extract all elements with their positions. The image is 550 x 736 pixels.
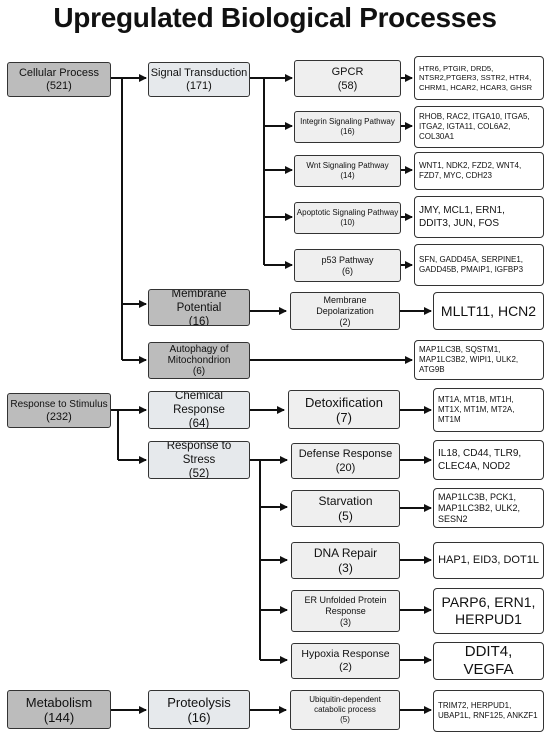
diagram-title: Upregulated Biological Processes bbox=[53, 2, 497, 33]
genes-wnt: WNT1, NDK2, FZD2, WNT4, FZD7, MYC, CDH23 bbox=[414, 152, 544, 190]
node-cellular-process: Cellular Process (521) bbox=[7, 62, 111, 97]
node-count: (6) bbox=[192, 366, 206, 377]
genes-hypoxia: DDIT4, VEGFA bbox=[433, 642, 544, 680]
genes-dna-repair: HAP1, EID3, DOT1L bbox=[433, 542, 544, 579]
node-count: (20) bbox=[335, 462, 356, 474]
node-count: (5) bbox=[340, 715, 350, 724]
gene-list: HAP1, EID3, DOT1L bbox=[438, 554, 539, 566]
node-count: (16) bbox=[187, 709, 211, 725]
node-starvation: Starvation (5) bbox=[291, 490, 400, 527]
node-er-unfolded-protein-response: ER Unfolded Protein Response (3) bbox=[291, 590, 400, 632]
genes-membrane-depolarization: MLLT11, HCN2 bbox=[433, 292, 544, 330]
gene-list: IL18, CD44, TLR9, CLEC4A, NOD2 bbox=[438, 448, 522, 472]
node-count: (16) bbox=[188, 315, 210, 326]
node-count: (3) bbox=[338, 560, 353, 575]
node-p53: p53 Pathway (6) bbox=[294, 249, 401, 282]
node-label: Ubiquitin-dependent catabolic process bbox=[309, 695, 381, 714]
genes-starvation: MAP1LC3B, PCK1, MAP1LC3B2, ULK2, SESN2 bbox=[433, 488, 544, 528]
node-hypoxia-response: Hypoxia Response (2) bbox=[291, 643, 400, 679]
node-wnt: Wnt Signaling Pathway (14) bbox=[294, 155, 401, 187]
node-signal-transduction: Signal Transduction (171) bbox=[148, 62, 250, 97]
node-chemical-response: Chemical Response (64) bbox=[148, 391, 250, 429]
node-label: Membrane Potential bbox=[171, 289, 227, 314]
node-label: Chemical Response bbox=[173, 391, 225, 416]
node-count: (5) bbox=[338, 508, 353, 523]
node-metabolism: Metabolism (144) bbox=[7, 690, 111, 729]
node-label: Autophagy of Mitochondrion bbox=[167, 344, 231, 366]
node-count: (14) bbox=[340, 171, 355, 180]
gene-list: MT1A, MT1B, MT1H, MT1X, MT1M, MT2A, MT1M bbox=[438, 395, 515, 424]
node-membrane-depolarization: Membrane Depolarization (2) bbox=[290, 292, 400, 330]
node-label: Integrin Signaling Pathway bbox=[300, 117, 395, 126]
node-label: GPCR bbox=[331, 65, 364, 78]
node-label: Response to Stimulus bbox=[10, 398, 108, 410]
gene-list: MAP1LC3B, SQSTM1, MAP1LC3B2, WIPI1, ULK2… bbox=[419, 345, 519, 374]
genes-er-unfolded: PARP6, ERN1, HERPUD1 bbox=[433, 588, 544, 634]
node-label: Wnt Signaling Pathway bbox=[306, 161, 389, 170]
node-label: DNA Repair bbox=[313, 545, 378, 560]
gene-list: SFN, GADD45A, SERPINE1, GADD45B, PMAIP1,… bbox=[419, 255, 524, 274]
gene-list: RHOB, RAC2, ITGA10, ITGA5, ITGA2, IGTA11… bbox=[419, 112, 530, 141]
genes-apoptotic: JMY, MCL1, ERN1, DDIT3, JUN, FOS bbox=[414, 196, 544, 238]
node-count: (2) bbox=[339, 316, 351, 327]
node-label: Detoxification bbox=[304, 394, 384, 410]
node-integrin: Integrin Signaling Pathway (16) bbox=[294, 111, 401, 143]
node-count: (52) bbox=[188, 468, 210, 479]
node-dna-repair: DNA Repair (3) bbox=[291, 542, 400, 579]
node-label: Response to Stress bbox=[166, 441, 232, 466]
gene-list: PARP6, ERN1, HERPUD1 bbox=[441, 594, 536, 627]
genes-autophagy: MAP1LC3B, SQSTM1, MAP1LC3B2, WIPI1, ULK2… bbox=[414, 340, 544, 380]
gene-list: MLLT11, HCN2 bbox=[440, 302, 537, 319]
node-response-to-stimulus: Response to Stimulus (232) bbox=[7, 393, 111, 428]
node-count: (7) bbox=[336, 409, 352, 425]
node-count: (232) bbox=[46, 410, 72, 423]
gene-list: JMY, MCL1, ERN1, DDIT3, JUN, FOS bbox=[419, 205, 505, 229]
node-label: Starvation bbox=[318, 493, 373, 508]
node-autophagy: Autophagy of Mitochondrion (6) bbox=[148, 342, 250, 379]
gene-list: MAP1LC3B, PCK1, MAP1LC3B2, ULK2, SESN2 bbox=[438, 491, 521, 524]
node-count: (171) bbox=[186, 79, 212, 92]
node-count: (10) bbox=[340, 218, 355, 227]
node-response-to-stress: Response to Stress (52) bbox=[148, 441, 250, 479]
node-count: (2) bbox=[339, 661, 352, 673]
node-label: Metabolism bbox=[25, 694, 93, 710]
node-membrane-potential: Membrane Potential (16) bbox=[148, 289, 250, 326]
node-count: (3) bbox=[340, 616, 351, 627]
node-count: (64) bbox=[188, 418, 210, 429]
node-count: (58) bbox=[337, 79, 358, 92]
genes-gpcr: HTR6, PTGIR, DRD5, NTSR2,PTGER3, SSTR2, … bbox=[414, 56, 544, 100]
node-apoptotic: Apoptotic Signaling Pathway (10) bbox=[294, 202, 401, 234]
genes-p53: SFN, GADD45A, SERPINE1, GADD45B, PMAIP1,… bbox=[414, 244, 544, 286]
gene-list: TRIM72, HERPUD1, UBAP1L, RNF125, ANKZF1 bbox=[438, 701, 538, 720]
node-label: Defense Response bbox=[298, 448, 393, 460]
genes-detoxification: MT1A, MT1B, MT1H, MT1X, MT1M, MT2A, MT1M bbox=[433, 388, 544, 432]
node-count: (6) bbox=[342, 265, 353, 276]
gene-list: WNT1, NDK2, FZD2, WNT4, FZD7, MYC, CDH23 bbox=[419, 161, 522, 180]
node-defense-response: Defense Response (20) bbox=[291, 443, 400, 479]
genes-ubiquitin: TRIM72, HERPUD1, UBAP1L, RNF125, ANKZF1 bbox=[433, 690, 544, 732]
gene-list: DDIT4, VEGFA bbox=[463, 643, 514, 678]
node-detoxification: Detoxification (7) bbox=[288, 390, 400, 429]
genes-integrin: RHOB, RAC2, ITGA10, ITGA5, ITGA2, IGTA11… bbox=[414, 106, 544, 148]
gene-list: HTR6, PTGIR, DRD5, NTSR2,PTGER3, SSTR2, … bbox=[419, 63, 533, 92]
node-label: Hypoxia Response bbox=[301, 648, 390, 660]
node-count: (16) bbox=[340, 127, 355, 136]
node-label: ER Unfolded Protein Response bbox=[304, 594, 387, 616]
node-label: Membrane Depolarization bbox=[316, 294, 374, 316]
node-label: p53 Pathway bbox=[321, 254, 374, 265]
genes-defense: IL18, CD44, TLR9, CLEC4A, NOD2 bbox=[433, 440, 544, 480]
node-count: (144) bbox=[43, 709, 75, 725]
node-ubiquitin-catabolic: Ubiquitin-dependent catabolic process (5… bbox=[290, 690, 400, 730]
node-gpcr: GPCR (58) bbox=[294, 60, 401, 97]
node-label: Proteolysis bbox=[167, 694, 231, 710]
node-count: (521) bbox=[46, 79, 72, 92]
node-proteolysis: Proteolysis (16) bbox=[148, 690, 250, 729]
node-label: Apoptotic Signaling Pathway bbox=[296, 208, 399, 217]
node-label: Cellular Process bbox=[18, 66, 100, 79]
node-label: Signal Transduction bbox=[150, 66, 248, 79]
